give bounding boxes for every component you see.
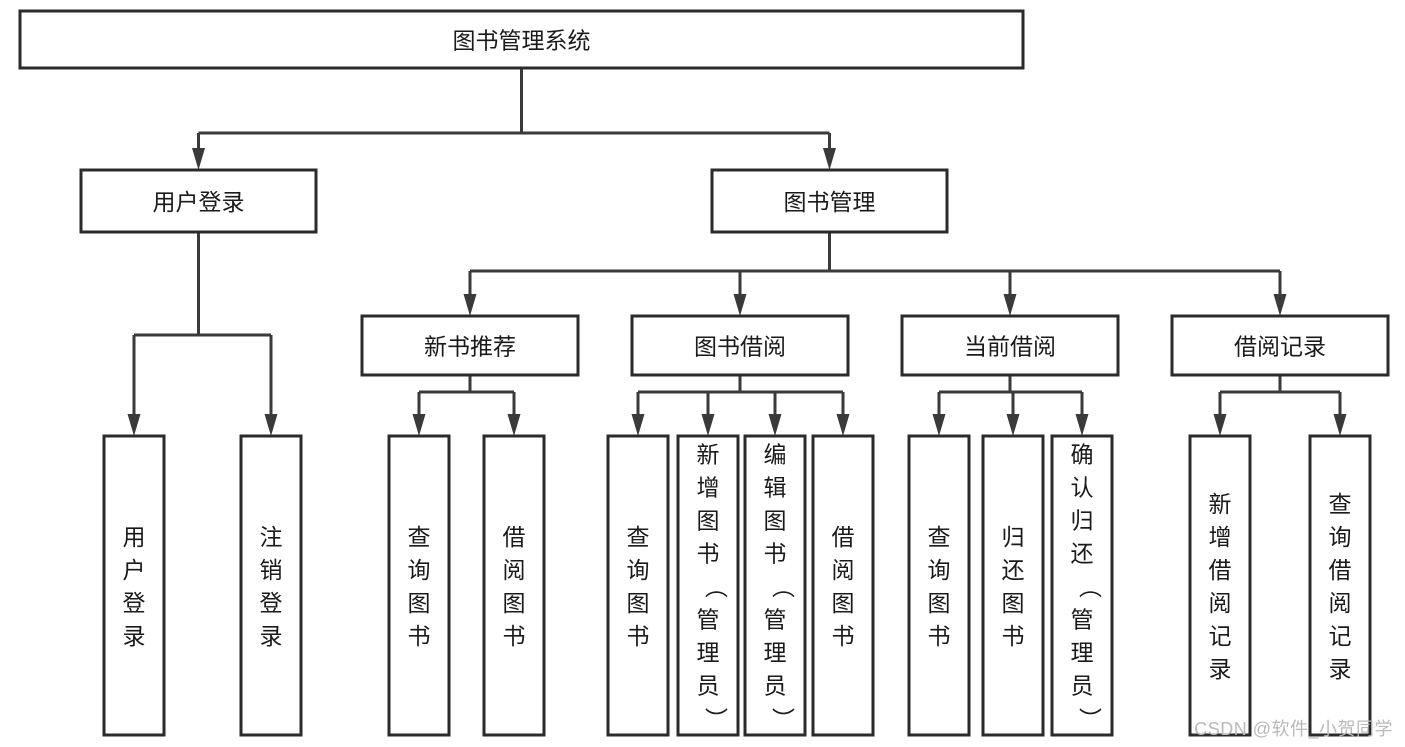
node-label-leaf-user-login: 用户登录 — [123, 524, 146, 649]
node-box-leaf-edit-book-admin — [743, 434, 807, 737]
node-layer: 图书管理系统用户登录图书管理新书推荐图书借阅当前借阅借阅记录用户登录注销登录查询… — [18, 9, 1390, 737]
node-leaf-add-book-admin[interactable]: （ ） 新增图书 管理员 — [676, 434, 740, 737]
node-label-leaf-confirm-return-admin: 确认归还 管理员 — [1071, 442, 1094, 699]
node-label-leaf-add-book-admin: 新增图书 管理员 — [697, 442, 720, 699]
node-box-leaf-query-book-1 — [387, 434, 451, 737]
node-label-leaf-borrow-book-2: 借阅图书 — [832, 524, 855, 649]
connector-root — [192, 68, 836, 170]
node-label-bracket: ） — [703, 707, 729, 730]
node-box-leaf-add-record — [1188, 434, 1252, 737]
node-box-book-borrow — [630, 314, 850, 377]
node-label-bracket: ） — [770, 707, 796, 730]
node-label-root: 图书管理系统 — [453, 28, 591, 54]
node-leaf-user-login[interactable]: 用户登录 — [102, 434, 166, 737]
node-box-current-borrow — [900, 314, 1120, 377]
node-label-new-book-rec: 新书推荐 — [424, 334, 516, 360]
node-label-bracket: ） — [1077, 707, 1103, 730]
connector-user-login — [127, 232, 278, 436]
node-label-leaf-add-record: 新增借阅记录 — [1209, 491, 1232, 682]
node-label-borrow-record: 借阅记录 — [1234, 334, 1326, 360]
node-book-manage[interactable]: 图书管理 — [710, 168, 949, 234]
node-box-leaf-query-book-2 — [606, 434, 670, 737]
node-label-user-login: 用户登录 — [153, 189, 245, 215]
node-leaf-confirm-return-admin[interactable]: （ ） 确认归还 管理员 — [1050, 434, 1114, 737]
connector-layer — [127, 68, 1347, 436]
node-new-book-rec[interactable]: 新书推荐 — [360, 314, 580, 377]
node-label-leaf-query-book-2: 查询图书 — [627, 524, 650, 649]
node-box-leaf-query-record — [1308, 434, 1372, 737]
node-label-leaf-edit-book-admin: 编辑图书 管理员 — [764, 442, 787, 699]
node-box-leaf-confirm-return-admin — [1050, 434, 1114, 737]
node-box-leaf-user-login — [102, 434, 166, 737]
node-label-current-borrow: 当前借阅 — [964, 334, 1056, 360]
node-label-leaf-user-logout: 注销登录 — [260, 524, 283, 649]
watermark-label: CSDN @软件_小贺同学 — [1194, 719, 1393, 739]
node-leaf-query-record[interactable]: 查询借阅记录 — [1308, 434, 1372, 737]
node-box-leaf-user-logout — [239, 434, 303, 737]
node-leaf-borrow-book-1[interactable]: 借阅图书 — [482, 434, 546, 737]
node-box-leaf-add-book-admin — [676, 434, 740, 737]
node-current-borrow[interactable]: 当前借阅 — [900, 314, 1120, 377]
node-label-book-manage: 图书管理 — [784, 189, 876, 215]
node-label-leaf-query-record: 查询借阅记录 — [1329, 491, 1352, 682]
node-box-leaf-borrow-book-1 — [482, 434, 546, 737]
connector-current-borrow — [932, 375, 1089, 436]
node-leaf-return-book[interactable]: 归还图书 — [981, 434, 1045, 737]
node-box-leaf-borrow-book-2 — [811, 434, 875, 737]
node-leaf-add-record[interactable]: 新增借阅记录 — [1188, 434, 1252, 737]
connector-borrow-record — [1213, 375, 1347, 436]
node-leaf-query-book-2[interactable]: 查询图书 — [606, 434, 670, 737]
node-box-leaf-return-book — [981, 434, 1045, 737]
node-label-bracket: （ — [703, 575, 729, 598]
node-label-leaf-return-book: 归还图书 — [1002, 524, 1025, 649]
node-label-leaf-query-book-1: 查询图书 — [408, 524, 431, 649]
connector-new-book-rec — [412, 375, 521, 436]
node-borrow-record[interactable]: 借阅记录 — [1170, 314, 1390, 377]
connector-book-manage — [463, 232, 1287, 316]
node-root[interactable]: 图书管理系统 — [18, 9, 1025, 70]
node-label-book-borrow: 图书借阅 — [694, 334, 786, 360]
node-leaf-query-book-3[interactable]: 查询图书 — [907, 434, 971, 737]
node-label-bracket: （ — [1077, 575, 1103, 598]
node-box-borrow-record — [1170, 314, 1390, 377]
connector-book-borrow — [631, 375, 850, 436]
node-leaf-borrow-book-2[interactable]: 借阅图书 — [811, 434, 875, 737]
node-user-login[interactable]: 用户登录 — [79, 168, 318, 234]
node-label-bracket: （ — [770, 575, 796, 598]
node-box-book-manage — [710, 168, 949, 234]
node-box-root — [18, 9, 1025, 70]
node-leaf-edit-book-admin[interactable]: （ ） 编辑图书 管理员 — [743, 434, 807, 737]
node-book-borrow[interactable]: 图书借阅 — [630, 314, 850, 377]
node-leaf-user-logout[interactable]: 注销登录 — [239, 434, 303, 737]
node-leaf-query-book-1[interactable]: 查询图书 — [387, 434, 451, 737]
node-box-leaf-query-book-3 — [907, 434, 971, 737]
node-label-leaf-query-book-3: 查询图书 — [928, 524, 951, 649]
node-box-user-login — [79, 168, 318, 234]
node-label-leaf-borrow-book-1: 借阅图书 — [503, 524, 526, 649]
node-box-new-book-rec — [360, 314, 580, 377]
